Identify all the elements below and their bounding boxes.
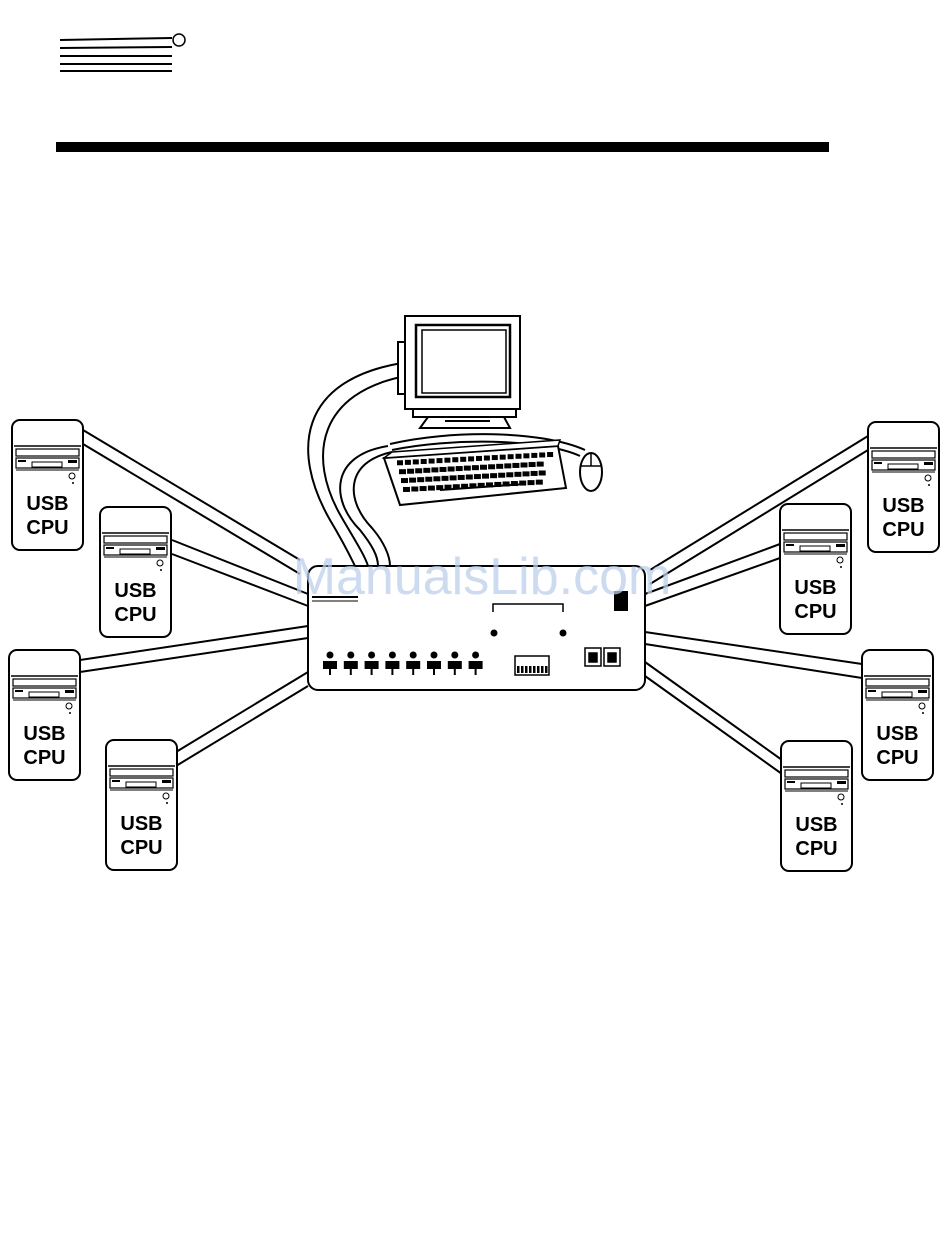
header-rule bbox=[56, 142, 829, 152]
dip-switch-icon bbox=[515, 656, 549, 675]
cpu-label-line2: CPU bbox=[120, 837, 162, 859]
cpu-label-line1: USB bbox=[876, 723, 918, 745]
cpu-label-line1: USB bbox=[120, 813, 162, 835]
monitor-icon bbox=[398, 316, 520, 428]
cpu-label-line2: CPU bbox=[876, 747, 918, 769]
watermark-text: ManualsLib.com bbox=[293, 548, 672, 606]
cpu-label-line2: CPU bbox=[23, 747, 65, 769]
cpu-label-line2: CPU bbox=[26, 517, 68, 539]
cpu-label-line1: USB bbox=[26, 493, 68, 515]
mouse-icon bbox=[580, 453, 602, 491]
keyboard-icon bbox=[384, 440, 566, 505]
cpu-label-line1: USB bbox=[794, 577, 836, 599]
cpu-label-line1: USB bbox=[795, 814, 837, 836]
cpu-label-line1: USB bbox=[114, 580, 156, 602]
cpu-label-line2: CPU bbox=[795, 838, 837, 860]
cpu-label-line1: USB bbox=[882, 495, 924, 517]
cpu-label-line2: CPU bbox=[794, 601, 836, 623]
logo-lines-icon bbox=[60, 34, 185, 71]
cpu-label-line2: CPU bbox=[114, 604, 156, 626]
cpu-label-line2: CPU bbox=[882, 519, 924, 541]
cpu-label-line1: USB bbox=[23, 723, 65, 745]
